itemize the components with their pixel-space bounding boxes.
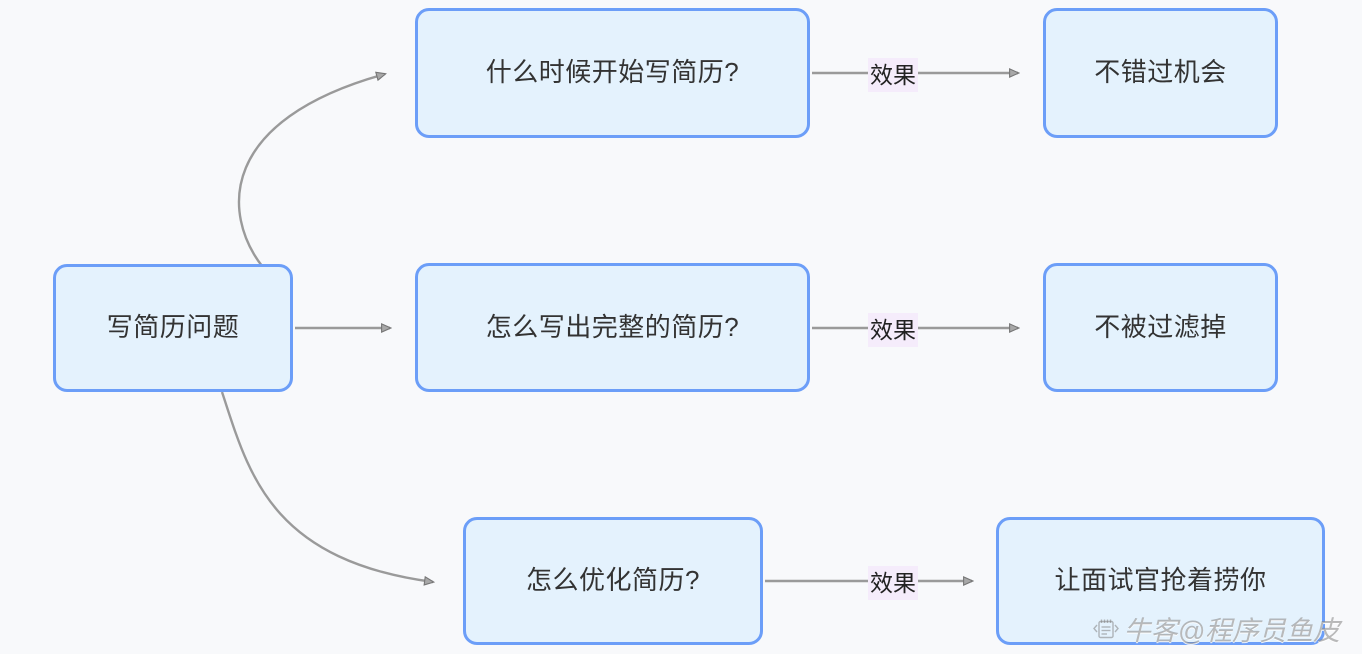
node-question-when-to-start[interactable]: 什么时候开始写简历? (415, 8, 810, 138)
edge-label-effect-row1[interactable]: 效果 (868, 58, 918, 92)
node-result-interviewers-compete-label: 让面试官抢着捞你 (1054, 565, 1267, 596)
edge-label-effect-row2[interactable]: 效果 (868, 313, 918, 347)
node-question-how-to-write-complete-label: 怎么写出完整的简历? (485, 311, 740, 342)
node-root[interactable]: 写简历问题 (53, 264, 293, 392)
node-result-no-missed-chance-label: 不错过机会 (1094, 57, 1227, 88)
node-question-how-to-optimize-label: 怎么优化简历? (526, 565, 700, 596)
node-question-when-to-start-label: 什么时候开始写简历? (485, 57, 740, 88)
edge-root-to-q1 (237, 74, 385, 267)
node-root-label: 写简历问题 (106, 312, 240, 343)
node-question-how-to-optimize[interactable]: 怎么优化简历? (463, 517, 763, 645)
node-question-how-to-write-complete[interactable]: 怎么写出完整的简历? (415, 263, 810, 392)
edge-label-effect-row3[interactable]: 效果 (868, 566, 918, 600)
edge-root-to-q3 (220, 391, 433, 582)
node-result-no-missed-chance[interactable]: 不错过机会 (1043, 8, 1278, 138)
node-result-interviewers-compete[interactable]: 让面试官抢着捞你 (996, 517, 1325, 645)
node-result-not-filtered-out[interactable]: 不被过滤掉 (1043, 263, 1278, 392)
node-result-not-filtered-out-label: 不被过滤掉 (1094, 311, 1227, 342)
